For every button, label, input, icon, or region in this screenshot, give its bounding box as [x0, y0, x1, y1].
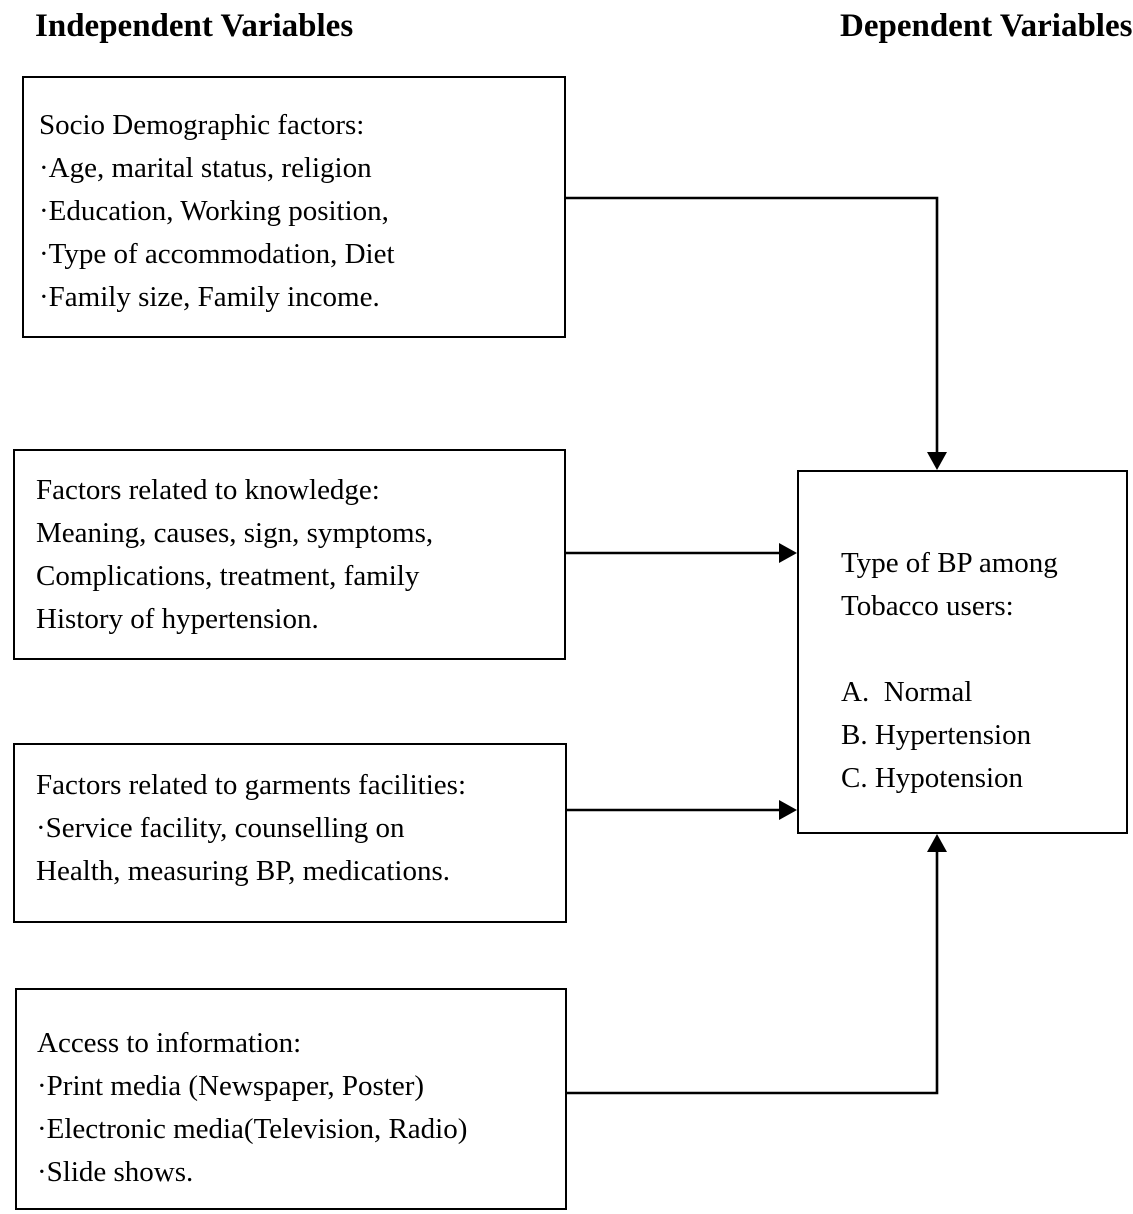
box-line: Type of BP among	[841, 547, 1058, 579]
arrow-knowledge-to-bp	[566, 543, 797, 563]
box-line: ·Education, Working position,	[39, 195, 389, 227]
box-line: A. Normal	[841, 676, 973, 708]
box-line: Complications, treatment, family	[36, 560, 420, 592]
independent-variables-heading: Independent Variables	[35, 8, 354, 44]
box-line: History of hypertension.	[36, 603, 319, 635]
box-factors-related-to-garments-facilities: Factors related to garments facilities: …	[13, 743, 567, 923]
box-access-to-information: Access to information: ·Print media (New…	[15, 988, 567, 1210]
box-line: C. Hypotension	[841, 762, 1024, 794]
arrow-socio-demographic-to-bp	[566, 196, 947, 470]
box-line: Access to information:	[37, 1027, 302, 1059]
box-factors-related-to-knowledge: Factors related to knowledge: Meaning, c…	[13, 449, 566, 660]
dependent-variables-heading: Dependent Variables	[840, 8, 1133, 44]
box-line: Tobacco users:	[841, 590, 1014, 622]
box-line: ·Family size, Family income.	[39, 281, 380, 313]
arrow-garments-to-bp	[567, 800, 797, 820]
box-line: ·Age, marital status, religion	[39, 152, 372, 184]
box-line: B. Hypertension	[841, 719, 1032, 751]
box-line: ·Slide shows.	[37, 1156, 194, 1188]
box-line: Factors related to knowledge:	[36, 474, 380, 506]
box-line: ·Print media (Newspaper, Poster)	[37, 1070, 425, 1102]
box-type-of-bp-among-tobacco-users: Type of BP among Tobacco users: A. Norma…	[797, 470, 1128, 834]
arrow-access-to-bp	[567, 834, 947, 1095]
box-line: Meaning, causes, sign, symptoms,	[36, 517, 434, 549]
box-line	[841, 628, 1118, 671]
box-line: ·Type of accommodation, Diet	[39, 238, 395, 270]
box-line: Health, measuring BP, medications.	[36, 855, 450, 887]
box-line: Factors related to garments facilities:	[36, 769, 467, 801]
box-line: ·Service facility, counselling on	[36, 812, 405, 844]
box-socio-demographic-factors: Socio Demographic factors: ·Age, marital…	[22, 76, 566, 338]
box-line: ·Electronic media(Television, Radio)	[37, 1113, 468, 1145]
box-line: Socio Demographic factors:	[39, 109, 365, 141]
